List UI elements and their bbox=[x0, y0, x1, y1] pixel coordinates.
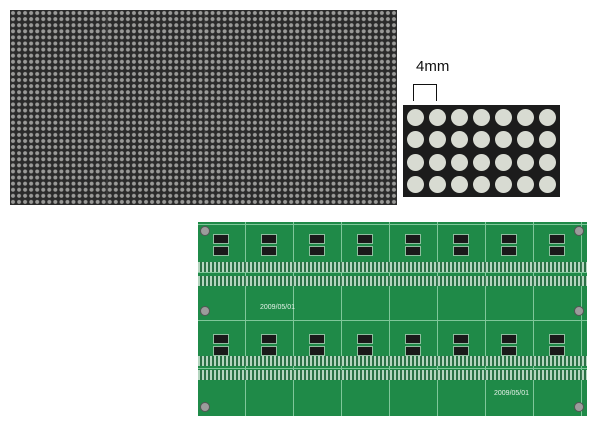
led-dot bbox=[451, 153, 469, 171]
led-dot bbox=[429, 131, 447, 149]
ic-chip bbox=[549, 334, 565, 344]
pin-header-row bbox=[198, 370, 587, 380]
ic-chip bbox=[501, 346, 517, 356]
pin-header-row bbox=[198, 356, 587, 366]
mounting-screw bbox=[200, 226, 210, 236]
ic-chip bbox=[501, 234, 517, 244]
ic-chip bbox=[261, 334, 277, 344]
ic-chip bbox=[453, 234, 469, 244]
ic-chip bbox=[213, 234, 229, 244]
led-panel-pcb-back: 2009/05/01 2009/05/01 bbox=[198, 222, 587, 416]
led-dot bbox=[538, 176, 556, 194]
led-dot bbox=[538, 153, 556, 171]
ic-chip bbox=[549, 234, 565, 244]
ic-chip bbox=[357, 234, 373, 244]
ic-chip bbox=[453, 246, 469, 256]
ic-chip bbox=[405, 334, 421, 344]
ic-chip bbox=[549, 346, 565, 356]
led-dot bbox=[494, 176, 512, 194]
led-dot bbox=[516, 153, 534, 171]
pin-header-row bbox=[198, 276, 587, 286]
led-dot bbox=[472, 176, 490, 194]
led-dot bbox=[451, 131, 469, 149]
led-dot bbox=[407, 153, 425, 171]
ic-chip bbox=[309, 234, 325, 244]
led-dot bbox=[472, 131, 490, 149]
ic-chip bbox=[261, 346, 277, 356]
ic-chip bbox=[213, 346, 229, 356]
ic-chip bbox=[213, 246, 229, 256]
ic-chip bbox=[549, 246, 565, 256]
led-dot bbox=[407, 176, 425, 194]
led-matrix-panel-front bbox=[10, 10, 397, 205]
led-dot bbox=[429, 153, 447, 171]
led-matrix-closeup bbox=[403, 105, 560, 197]
led-dot bbox=[516, 108, 534, 126]
led-dot bbox=[516, 176, 534, 194]
mounting-screw bbox=[200, 402, 210, 412]
ic-chip bbox=[357, 246, 373, 256]
ic-chip bbox=[453, 346, 469, 356]
ic-chip bbox=[501, 334, 517, 344]
led-dot bbox=[407, 108, 425, 126]
pin-header-row bbox=[198, 262, 587, 272]
led-dot bbox=[472, 108, 490, 126]
mounting-screw bbox=[574, 402, 584, 412]
led-dot bbox=[429, 108, 447, 126]
ic-chip bbox=[405, 246, 421, 256]
led-dot bbox=[538, 131, 556, 149]
led-dot bbox=[494, 131, 512, 149]
ic-chip bbox=[261, 246, 277, 256]
led-dot bbox=[451, 176, 469, 194]
mounting-screw bbox=[200, 306, 210, 316]
ic-chip bbox=[357, 334, 373, 344]
ic-chip bbox=[309, 334, 325, 344]
ic-chip bbox=[213, 334, 229, 344]
led-dot bbox=[407, 131, 425, 149]
ic-chip bbox=[405, 234, 421, 244]
pcb-date-label: 2009/05/01 bbox=[494, 390, 530, 397]
ic-chip bbox=[309, 246, 325, 256]
ic-chip bbox=[357, 346, 373, 356]
led-dot bbox=[429, 176, 447, 194]
mounting-screw bbox=[574, 226, 584, 236]
ic-chip bbox=[501, 246, 517, 256]
mounting-screw bbox=[574, 306, 584, 316]
led-dot bbox=[516, 131, 534, 149]
ic-chip bbox=[453, 334, 469, 344]
led-dot bbox=[538, 108, 556, 126]
pitch-bracket bbox=[413, 84, 437, 101]
led-dot bbox=[472, 153, 490, 171]
ic-chip bbox=[405, 346, 421, 356]
pitch-label: 4mm bbox=[416, 58, 450, 75]
pcb-date-label: 2009/05/01 bbox=[260, 304, 296, 311]
led-dot bbox=[451, 108, 469, 126]
ic-chip bbox=[261, 234, 277, 244]
ic-chip bbox=[309, 346, 325, 356]
led-dot bbox=[494, 108, 512, 126]
led-dot bbox=[494, 153, 512, 171]
